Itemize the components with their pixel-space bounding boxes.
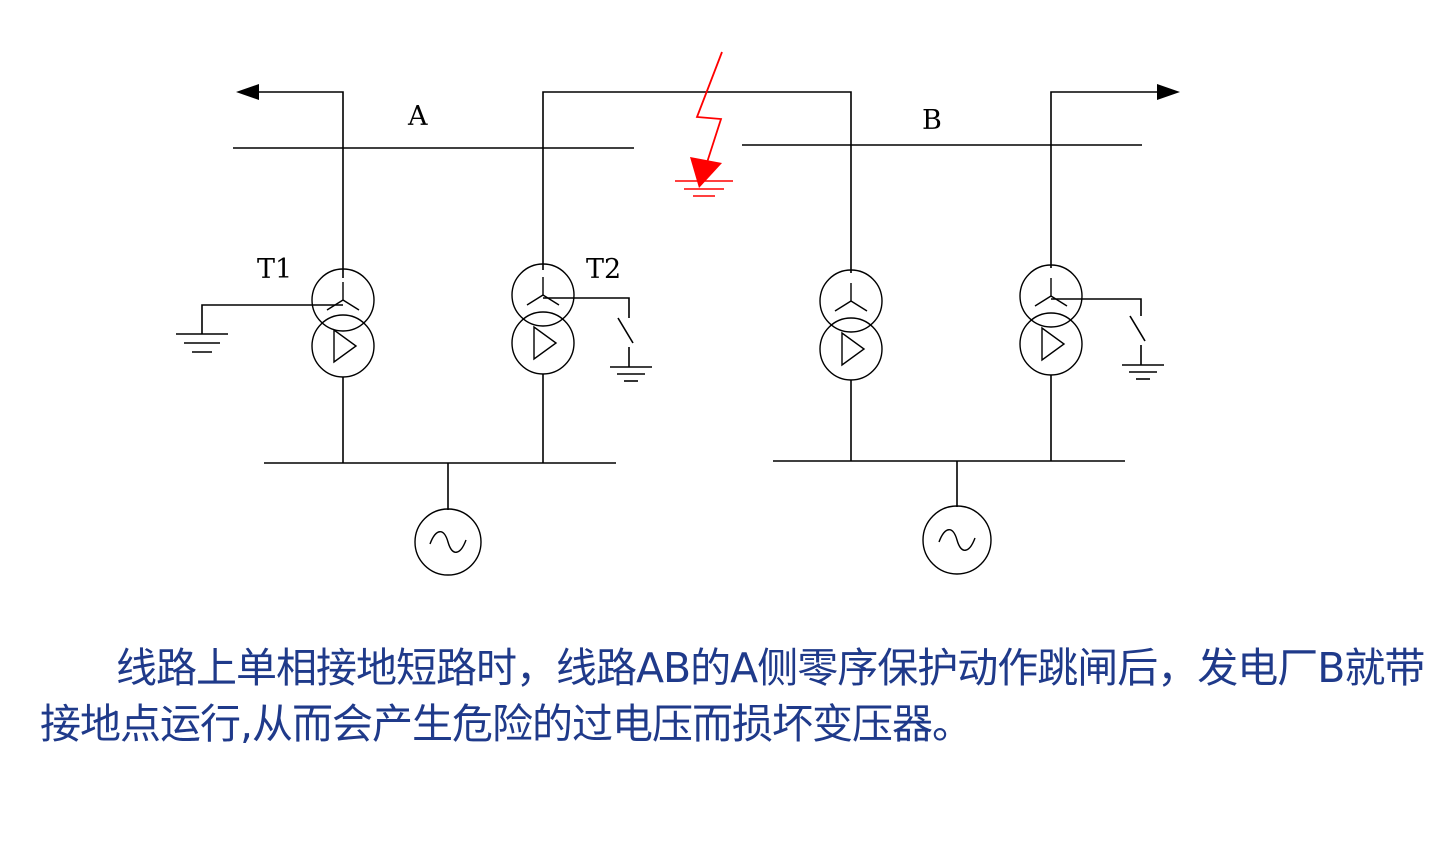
arrow-left-icon xyxy=(236,84,259,100)
outgoing-line-left xyxy=(236,84,344,278)
arrow-right-icon xyxy=(1157,84,1180,100)
tie-line-ab xyxy=(542,91,852,273)
transformer-t2 xyxy=(511,263,652,463)
generator-left-icon xyxy=(414,508,482,576)
caption-text: 线路上单相接地短路时，线路AB的A侧零序保护动作跳闸后，发电厂B就带接地点运行,… xyxy=(40,644,1425,748)
bus-a-label: A xyxy=(407,101,428,132)
generator-bus-right xyxy=(773,460,1125,507)
t1-label: T1 xyxy=(257,254,292,285)
fault-lightning-icon xyxy=(675,51,733,197)
outgoing-line-right xyxy=(1050,84,1180,268)
power-system-diagram: A B T1 T2 xyxy=(176,51,1180,576)
generator-right-icon xyxy=(922,505,992,575)
generator-bus-left xyxy=(264,462,616,510)
transformer-b1 xyxy=(819,269,883,461)
t2-label: T2 xyxy=(586,254,621,285)
transformer-b2 xyxy=(1019,264,1164,461)
bus-b-label: B xyxy=(922,105,942,136)
transformer-t1 xyxy=(176,268,375,463)
